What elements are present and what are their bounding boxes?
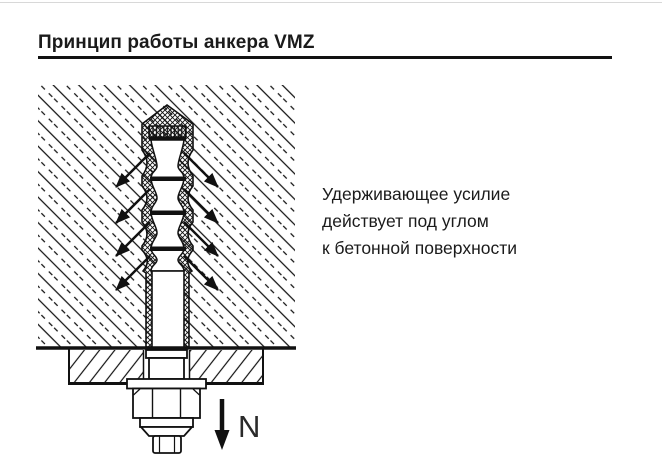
force-arrow-right-2 bbox=[183, 188, 219, 224]
load-label: N bbox=[238, 409, 260, 444]
force-arrow-left-2 bbox=[115, 188, 151, 224]
force-arrow-left-1 bbox=[115, 152, 151, 188]
sleeve-end-lip bbox=[145, 349, 188, 359]
force-arrow-right-1 bbox=[183, 152, 219, 188]
load-arrowhead bbox=[214, 430, 230, 450]
washer bbox=[126, 378, 207, 390]
page-top-edge-line bbox=[0, 2, 662, 3]
force-arrow-left-4 bbox=[115, 255, 151, 291]
nut-assembly bbox=[126, 349, 207, 454]
chamfer-transition bbox=[138, 426, 195, 437]
load-arrow bbox=[214, 399, 230, 450]
annotation-line-3: к бетонной поверхности bbox=[322, 238, 518, 258]
anchor-shaft bbox=[151, 270, 185, 349]
hex-nut bbox=[132, 387, 201, 419]
knurled-band bbox=[148, 125, 187, 138]
lower-washer bbox=[139, 417, 194, 428]
force-arrow-right-4 bbox=[183, 255, 219, 291]
knurled-band-bottom-bar bbox=[149, 136, 186, 141]
annotation-line-2: действует под углом bbox=[322, 211, 489, 231]
hex-nut-chamfer-right bbox=[192, 388, 200, 396]
cone-segments bbox=[150, 139, 185, 272]
annotation-line-1: Удерживающее усилие bbox=[322, 184, 511, 204]
shaft-collar bbox=[148, 357, 185, 380]
title-underline-rule bbox=[38, 56, 612, 59]
anchor-assembly bbox=[141, 104, 194, 349]
page-title: Принцип работы анкера VMZ bbox=[38, 32, 315, 53]
segment-bars bbox=[150, 176, 186, 251]
annotation-text: Удерживающее усилие действует под углом … bbox=[322, 181, 517, 262]
bolt-end bbox=[152, 435, 182, 454]
hex-nut-chamfer-left bbox=[133, 388, 141, 396]
force-arrow-left-3 bbox=[115, 221, 151, 257]
